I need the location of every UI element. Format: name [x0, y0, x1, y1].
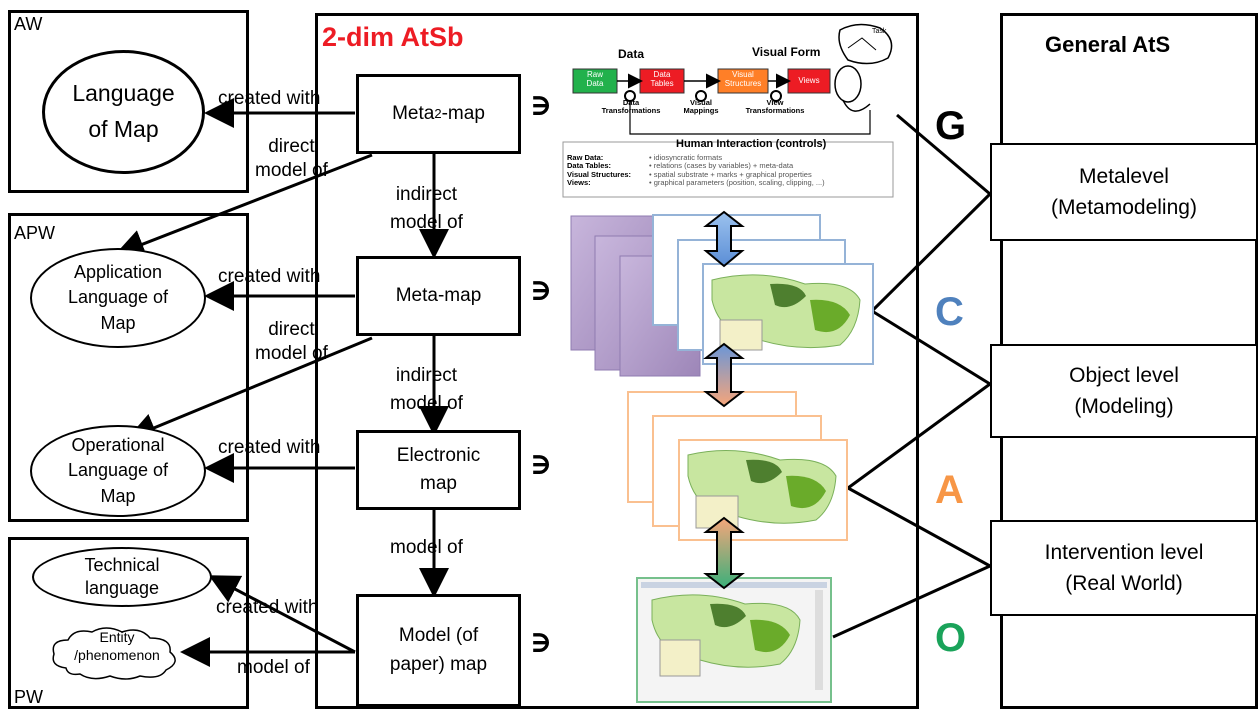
letter-o: O — [935, 616, 967, 660]
layer-double-arrows — [703, 210, 745, 590]
operational-language-oval: Operational Language of Map — [30, 425, 206, 517]
pipeline-box-tables: Data Tables — [650, 70, 674, 88]
pipeline-transform-data: Data Transformations — [601, 98, 661, 116]
language-of-map-oval: Language of Map — [42, 50, 205, 174]
pipeline-task-label: Task — [872, 28, 887, 35]
edge-label-model-of: model of — [237, 657, 310, 678]
letter-g: G — [935, 104, 967, 148]
edge-label-created-with: created with — [216, 597, 319, 618]
entity-label: Entity /phenomenon — [74, 629, 160, 664]
edge-label-indirect-model-of: indirect model of — [390, 184, 463, 233]
element-of-symbol: ∋ — [530, 88, 553, 123]
pipeline-table: Raw Data:• idiosyncratic formats Data Ta… — [567, 153, 889, 188]
paper-map-frame — [636, 577, 832, 703]
pipeline-box-raw: Raw Data — [586, 70, 604, 88]
intervention-level-box: Intervention level (Real World) — [990, 520, 1258, 616]
paper-map-node: Model (of paper) map — [356, 594, 521, 707]
pipeline-transform-visual: Visual Mappings — [683, 98, 719, 116]
object-level-box: Object level (Modeling) — [990, 344, 1258, 438]
meta-map-frames — [652, 214, 874, 365]
element-of-symbol: ∋ — [530, 625, 553, 660]
edge-label-created-with: created with — [218, 266, 321, 287]
edge-label-indirect-model-of: indirect model of — [390, 365, 463, 414]
meta-map-node: Meta-map — [356, 256, 521, 336]
pipeline-box-views: Views — [798, 76, 820, 85]
pipeline-table-row: Visual Structures:• spatial substrate + … — [567, 169, 812, 179]
element-of-symbol: ∋ — [530, 447, 553, 482]
aw-label: AW — [14, 14, 43, 34]
pipeline-table-row: Data Tables:• relations (cases by variab… — [567, 161, 794, 171]
application-language-oval: Application Language of Map — [30, 248, 206, 348]
pipeline-diagram — [562, 23, 894, 198]
technical-language-oval: Technical language — [32, 547, 212, 607]
edge-label-created-with: created with — [218, 88, 321, 109]
edge-label-direct-model-of: direct model of — [255, 319, 328, 364]
pipeline-table-row: Views:• graphical parameters (position, … — [567, 178, 825, 188]
pipeline-box-structures: Visual Structures — [724, 70, 762, 88]
electronic-map-frames — [627, 391, 848, 541]
edge-label-created-with: created with — [218, 437, 321, 458]
edge-label-direct-model-of: direct model of — [255, 136, 328, 181]
pipeline-table-row: Raw Data:• idiosyncratic formats — [567, 153, 723, 162]
element-of-symbol: ∋ — [530, 273, 553, 308]
superscript: 2 — [434, 106, 442, 122]
letter-a: A — [935, 468, 964, 512]
pw-label: PW — [14, 687, 43, 707]
center-title: 2-dim AtSb — [322, 22, 464, 52]
edge-label-model-of: model of — [390, 537, 463, 558]
metalevel-box: Metalevel (Metamodeling) — [990, 143, 1258, 241]
electronic-map-node: Electronic map — [356, 430, 521, 510]
pipeline-human-interaction: Human Interaction (controls) — [676, 138, 827, 150]
apw-label: APW — [14, 223, 56, 243]
letter-c: C — [935, 290, 964, 334]
entity-cloud — [52, 627, 176, 680]
general-ats-title: General AtS — [1045, 32, 1171, 57]
pipeline-visual-form-label: Visual Form — [752, 45, 821, 59]
pipeline-data-label: Data — [618, 47, 645, 61]
pipeline-transform-view: View Transformations — [745, 98, 805, 116]
